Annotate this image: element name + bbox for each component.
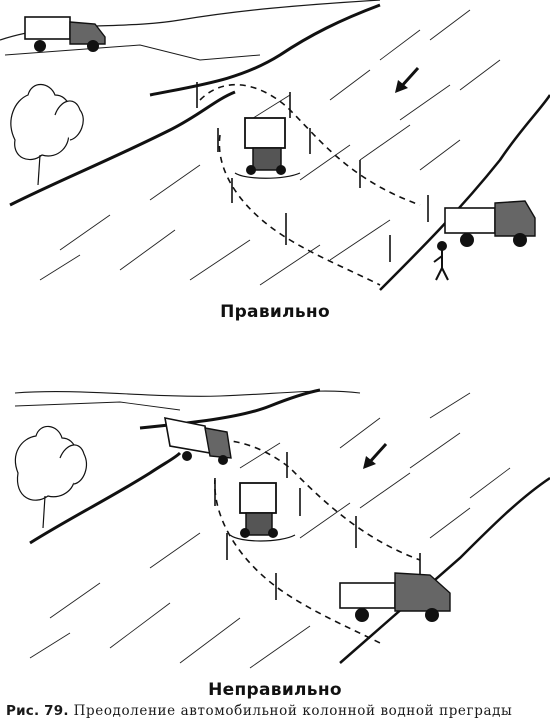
label-incorrect: Неправильно bbox=[208, 680, 342, 700]
illustration-incorrect bbox=[0, 388, 550, 680]
caption-number: Рис. 79. bbox=[6, 703, 69, 719]
label-correct: Правильно bbox=[220, 302, 330, 322]
figure-caption: Рис. 79. Преодоление автомобильной колон… bbox=[6, 703, 550, 719]
direction-arrow-icon bbox=[363, 442, 388, 469]
river-crossing-correct-drawing bbox=[0, 0, 550, 291]
illustration-correct bbox=[0, 0, 550, 298]
person-icon bbox=[433, 241, 449, 281]
tree-icon bbox=[14, 425, 87, 529]
truck-icon bbox=[229, 482, 296, 542]
truck-icon bbox=[339, 572, 451, 622]
marker-pole-icon bbox=[196, 82, 429, 262]
truck-icon bbox=[444, 200, 536, 247]
river-crossing-incorrect-drawing bbox=[14, 388, 550, 669]
caption-text: Преодоление автомобильной колонной водно… bbox=[73, 703, 513, 719]
tree-icon bbox=[10, 83, 84, 186]
truck-icon bbox=[24, 16, 106, 52]
truck-icon bbox=[164, 416, 232, 465]
truck-icon bbox=[234, 117, 301, 179]
marker-pole-icon bbox=[214, 452, 421, 600]
direction-arrow-icon bbox=[395, 66, 420, 93]
